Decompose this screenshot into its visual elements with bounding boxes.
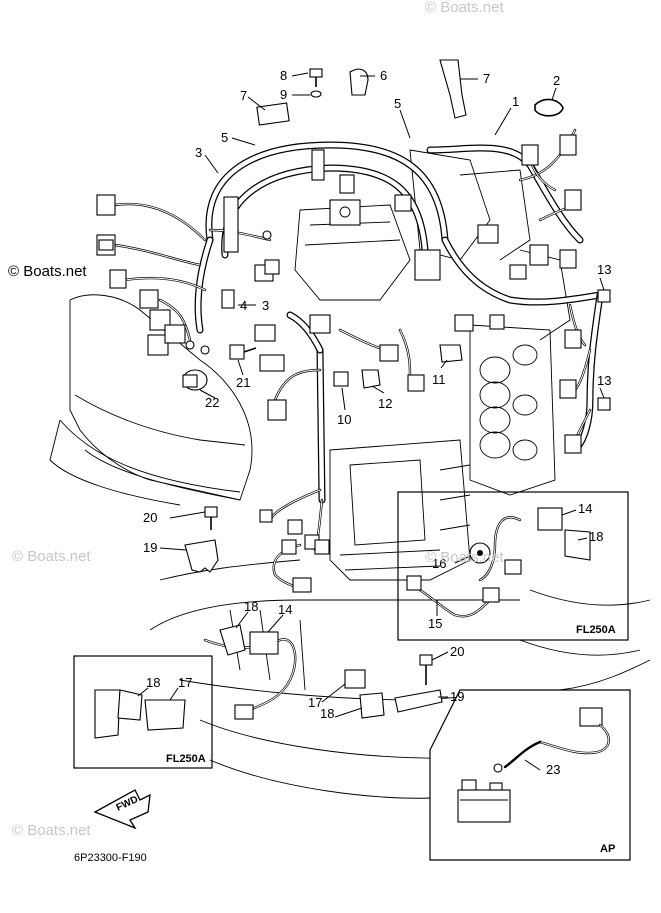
watermark-mid-right: © Boats.net <box>425 549 504 566</box>
callout-12: 12 <box>378 396 392 411</box>
callout-18-inset-lower: 18 <box>146 675 160 690</box>
inset-label-fl250a-upper: FL250A <box>576 624 616 636</box>
connectors <box>94 59 611 821</box>
callout-18-main-lower: 18 <box>320 706 334 721</box>
leader-lines <box>137 72 605 771</box>
cylinder-bores <box>479 344 538 461</box>
inset-box-ap: AP <box>429 689 631 861</box>
callout-22: 22 <box>205 395 219 410</box>
engine-cowling-outline <box>49 149 651 799</box>
watermarks: © Boats.net © Boats.net © Boats.net © Bo… <box>8 0 504 839</box>
inset-label-ap: AP <box>600 843 615 855</box>
callout-11: 11 <box>432 372 446 387</box>
watermark-top: © Boats.net <box>425 0 504 16</box>
callout-18-inset-upper: 18 <box>589 529 603 544</box>
callout-4: 4 <box>240 298 247 313</box>
callout-13-upper: 13 <box>597 262 611 277</box>
callout-16: 16 <box>432 556 446 571</box>
inset-label-fl250a-lower: FL250A <box>166 753 206 765</box>
watermark-bottom-left: © Boats.net <box>12 822 91 839</box>
callout-17-main: 17 <box>308 695 322 710</box>
callout-18-main: 18 <box>244 599 258 614</box>
callout-5-right: 5 <box>394 96 401 111</box>
callout-17-inset: 17 <box>178 675 192 690</box>
fwd-arrow: FWD <box>93 789 151 830</box>
callout-19-right: 19 <box>450 689 464 704</box>
inset-box-fl250a-lower: FL250A <box>73 655 213 769</box>
inset-box-fl250a-upper: FL250A <box>397 491 629 641</box>
drawing-code: 6P23300-F190 <box>74 852 147 864</box>
callout-7-left: 7 <box>240 88 247 103</box>
callout-3-upper: 3 <box>195 145 202 160</box>
callout-21: 21 <box>236 375 250 390</box>
callout-14-inset: 14 <box>578 501 592 516</box>
callout-9: 9 <box>280 87 287 102</box>
watermark-mid-left: © Boats.net <box>12 548 91 565</box>
callout-23: 23 <box>546 762 560 777</box>
callout-1: 1 <box>512 94 519 109</box>
callout-5-left: 5 <box>221 130 228 145</box>
callout-3-lower: 3 <box>262 298 269 313</box>
callout-20-left: 20 <box>143 510 157 525</box>
callout-6: 6 <box>380 68 387 83</box>
callout-15: 15 <box>428 616 442 631</box>
callout-2: 2 <box>553 73 560 88</box>
callout-7-right: 7 <box>483 71 490 86</box>
watermark-left: © Boats.net <box>8 263 87 280</box>
callout-13-lower: 13 <box>597 373 611 388</box>
callout-8: 8 <box>280 68 287 83</box>
callout-numbers: 1 2 3 3 4 5 5 6 7 7 8 9 10 11 12 13 13 1… <box>143 68 611 777</box>
callout-10: 10 <box>337 412 351 427</box>
callout-14-main: 14 <box>278 602 292 617</box>
callout-19-left: 19 <box>143 540 157 555</box>
callout-20-right: 20 <box>450 644 464 659</box>
